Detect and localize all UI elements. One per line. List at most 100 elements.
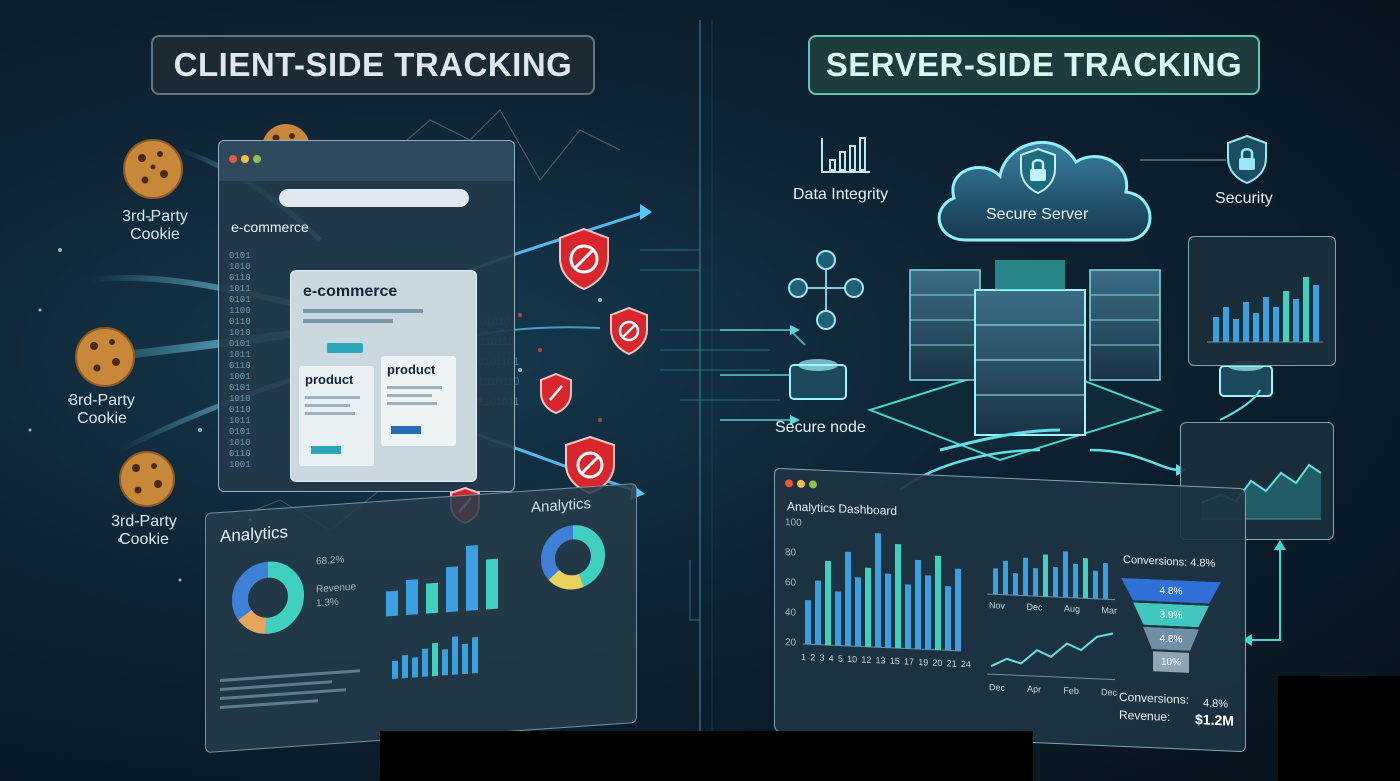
x-tick: 10: [847, 653, 858, 665]
y-tick: 20: [785, 637, 797, 649]
secure-server-label: Secure Server: [986, 206, 1089, 223]
add-to-cart-button[interactable]: [311, 446, 341, 454]
x-tick: 20: [932, 657, 943, 669]
funnel-stage-4: 10%: [1153, 651, 1189, 673]
cookie-icon: [123, 139, 183, 199]
product-card-1[interactable]: product: [299, 366, 374, 466]
cta-button[interactable]: [327, 343, 363, 353]
conversions-label: Conversions:: [1119, 689, 1190, 707]
y-tick: 60: [785, 577, 797, 589]
x-tick: 2: [810, 652, 816, 663]
window-min-dot: [241, 155, 249, 163]
x-tick: 24: [960, 658, 971, 670]
line-x-tick: Dec: [989, 682, 1006, 693]
line-x-tick: Apr: [1027, 683, 1042, 695]
dashboard-connector: [1242, 540, 1286, 646]
page-title: e-commerce: [303, 283, 398, 300]
ecommerce-page: e-commerce product product: [290, 270, 477, 482]
client-analytics-title-2: Analytics: [531, 495, 592, 517]
window-max-dot: [809, 480, 817, 489]
product-label-1: product: [305, 372, 354, 387]
blocked-shield-icon: [559, 227, 609, 291]
security-connector: [1140, 159, 1226, 161]
x-tick: 12: [861, 654, 872, 665]
x-tick: 15: [889, 655, 900, 667]
client-table-lines: [220, 663, 360, 728]
mini-x-tick: Dec: [1026, 601, 1043, 613]
dashboard-line-chart: [987, 632, 1115, 681]
security-shield-icon: [1227, 134, 1267, 185]
server-rack-cluster: [789, 260, 1164, 462]
revenue-value: $1.2M: [1195, 711, 1234, 729]
server-side-title: SERVER-SIDE TRACKING: [808, 35, 1260, 95]
line-x-tick: Dec: [1100, 686, 1117, 698]
y-tick: 40: [785, 607, 797, 619]
cloud-icon: [937, 140, 1152, 242]
blocked-shield-icon: [610, 306, 648, 356]
x-tick: 1: [801, 651, 807, 663]
server-mini-bar-chart: [1207, 277, 1323, 343]
product-card-2[interactable]: product: [381, 356, 456, 446]
client-side-title: CLIENT-SIDE TRACKING: [151, 35, 595, 95]
add-to-cart-button[interactable]: [391, 426, 421, 434]
cookie-icon: [75, 327, 135, 387]
black-redaction-box: [1278, 676, 1400, 781]
data-integrity-icon: [821, 137, 870, 173]
line-x-tick: Feb: [1063, 685, 1079, 697]
cookie-icon: [119, 451, 175, 507]
network-node-icon: [788, 250, 864, 330]
client-donut-chart-2: [541, 525, 605, 590]
mini-x-tick: Aug: [1064, 603, 1081, 615]
x-tick: 17: [903, 656, 914, 667]
y-tick: 100: [785, 517, 802, 529]
dashboard-mini-bar-chart: [987, 551, 1115, 601]
client-analytics-panel: Analytics 68.2% Revenue 1.3% Analytics: [205, 482, 637, 754]
dashboard-title: Analytics Dashboard: [787, 499, 898, 519]
mini-x-tick: Mar: [1101, 604, 1118, 616]
funnel-stage-2: 3.9%: [1133, 602, 1209, 627]
window-min-dot: [797, 479, 805, 489]
x-tick: 21: [946, 658, 957, 669]
x-tick: 3: [819, 652, 825, 663]
line-x-axis: Dec Apr Feb Dec: [989, 682, 1117, 698]
black-redaction-bar: [380, 731, 1033, 781]
funnel-stage-3: 4.8%: [1143, 627, 1199, 651]
y-tick: 80: [785, 547, 797, 559]
client-bar-chart: [386, 545, 498, 617]
dashboard-main-bar-chart: [803, 533, 961, 652]
x-tick: 4: [828, 653, 834, 664]
blocked-shield-icon: [540, 372, 572, 415]
window-max-dot: [253, 155, 261, 163]
browser-header-text: e-commerce: [231, 219, 309, 235]
conversions-value: 4.8%: [1203, 697, 1229, 711]
secure-node-label: Secure node: [775, 419, 866, 436]
legend-value-2: 1.3%: [316, 596, 339, 610]
data-integrity-label: Data Integrity: [793, 186, 889, 203]
client-bar-chart-2: [392, 636, 478, 680]
analytics-dashboard-panel: Analytics Dashboard 100 80 60 40 20 1 2 …: [774, 467, 1246, 753]
data-flow-lines: [899, 389, 1261, 492]
product-label-2: product: [387, 362, 436, 377]
x-tick: 13: [875, 655, 886, 666]
x-tick: 5: [837, 653, 843, 664]
mini-x-tick: Nov: [989, 600, 1006, 611]
client-analytics-title: Analytics: [220, 522, 289, 547]
conversions-heading: Conversions: 4.8%: [1123, 553, 1216, 570]
revenue-label: Revenue:: [1119, 707, 1171, 725]
client-donut-chart: [232, 561, 304, 634]
server-mini-bar-panel: [1188, 236, 1336, 366]
window-close-dot: [229, 155, 237, 163]
security-label: Security: [1215, 190, 1273, 207]
lock-shield-icon: [1020, 147, 1056, 195]
x-tick: 19: [918, 656, 929, 668]
legend-value-1: 68.2%: [316, 554, 345, 568]
window-close-dot: [785, 479, 793, 488]
address-bar[interactable]: [279, 189, 469, 207]
funnel-stage-1: 4.8%: [1121, 578, 1221, 604]
